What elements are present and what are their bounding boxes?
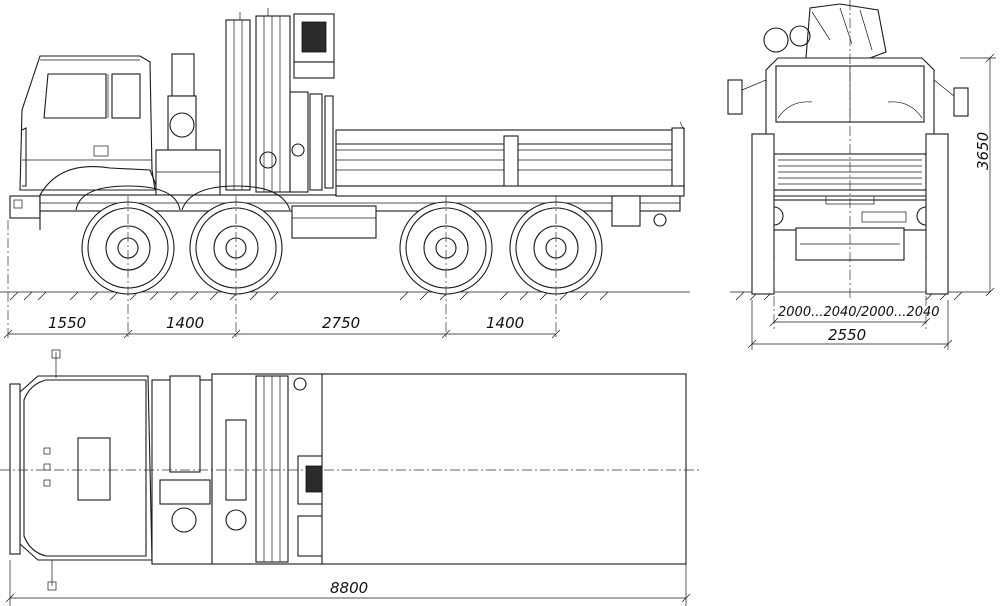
crane-top: [211, 373, 341, 565]
dim-overall-length: 8800: [330, 579, 368, 597]
dim-overall-height: 3650: [974, 132, 992, 170]
front-view: 3650 2000...2040/2000...2040 2550: [727, 0, 996, 350]
cargo-body: [324, 95, 685, 197]
dim-overall-width: 2550: [828, 326, 866, 344]
top-view: 8800: [0, 349, 700, 606]
dim-axle-spacing-front: 1400: [166, 314, 204, 332]
dim-front-overhang: 1550: [48, 314, 86, 332]
crane-column: [225, 8, 335, 193]
side-view: 1550 1400 2750 1400: [0, 8, 690, 340]
dim-wheelbase: 2750: [322, 314, 360, 332]
dim-track-width: 2000...2040/2000...2040: [778, 305, 940, 320]
dim-axle-spacing-rear: 1400: [486, 314, 524, 332]
